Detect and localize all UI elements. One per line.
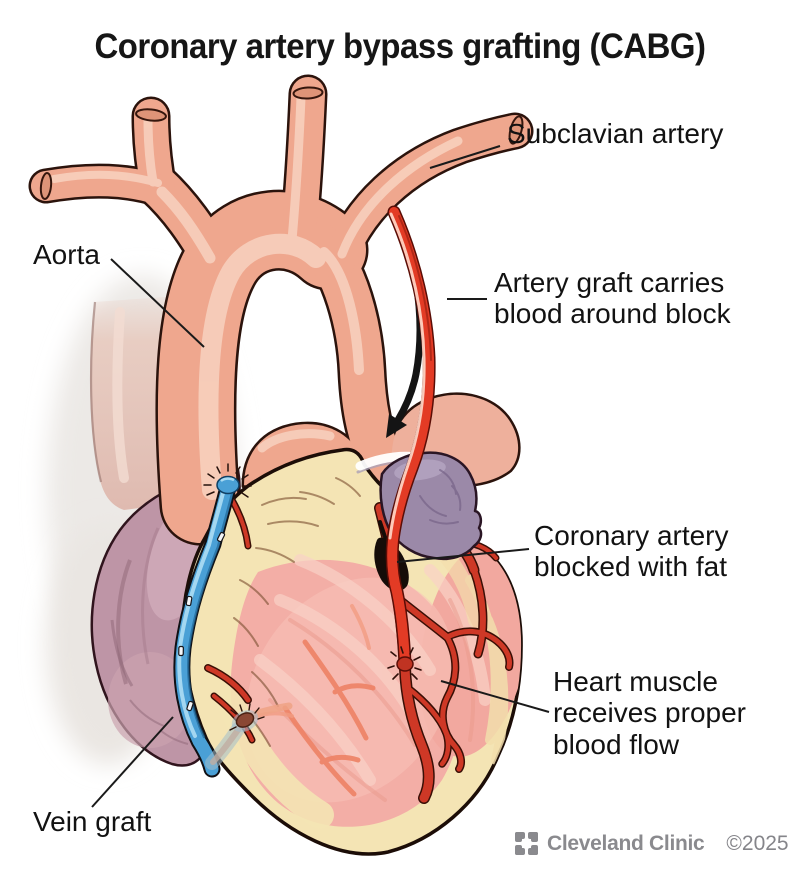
artery-graft	[385, 205, 436, 671]
label-aorta: Aorta	[33, 239, 100, 270]
vein-graft-clips	[178, 531, 226, 712]
fat-wrinkles	[233, 477, 361, 747]
leader-heart-muscle	[440, 680, 550, 713]
leader-aorta	[110, 258, 205, 348]
cleveland-clinic-logo-mark	[515, 832, 538, 855]
label-vein-graft: Vein graft	[33, 806, 152, 837]
leader-coronary-blocked	[396, 548, 530, 563]
small-surface-arteries	[282, 639, 376, 797]
vein-distal-anastomosis	[205, 702, 293, 770]
label-subclavian-artery: Subclavian artery	[507, 118, 724, 149]
graft-anastomosis-sutures	[387, 646, 422, 680]
label-heart-muscle: Heart muscle receives proper blood flow	[553, 666, 746, 760]
leader-lines	[91, 145, 550, 808]
aorta-and-great-vessels	[28, 74, 534, 546]
vein-aorta-sutures	[203, 463, 252, 498]
brand-name: Cleveland Clinic	[547, 831, 705, 855]
label-coronary-blocked: Coronary artery blocked with fat	[534, 520, 729, 583]
label-artery-graft: Artery graft carries blood around block	[494, 267, 731, 330]
leader-vein-graft	[91, 716, 174, 808]
footer: Cleveland Clinic ©2025	[513, 830, 789, 857]
leader-subclavian	[429, 145, 501, 169]
copyright: ©2025	[726, 831, 789, 855]
vessel-cut-ends	[39, 86, 524, 200]
page-title: Coronary artery bypass grafting (CABG)	[94, 27, 706, 66]
